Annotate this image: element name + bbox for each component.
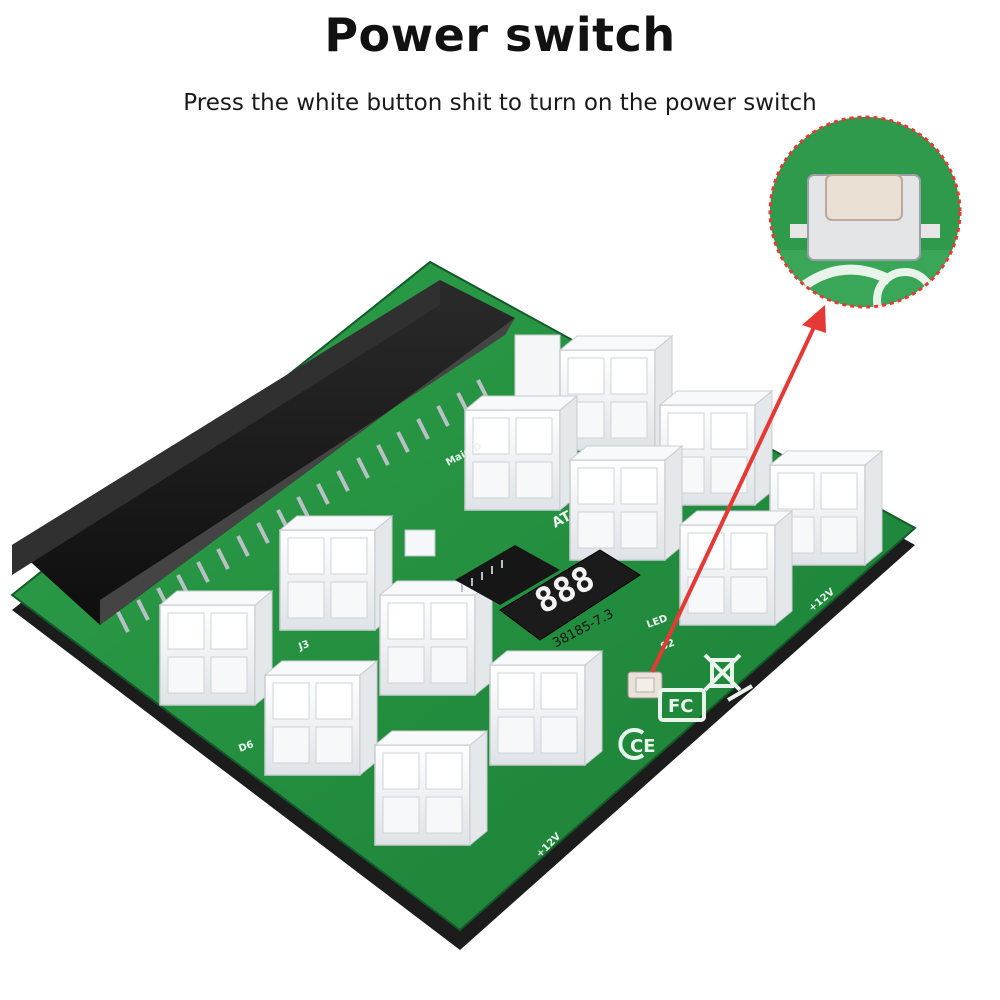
ce-mark-icon: [618, 728, 645, 760]
ic-chip: [455, 545, 560, 605]
edge-slot-connector: [12, 280, 515, 633]
board-power-button[interactable]: [627, 671, 663, 699]
label-d6: D6: [237, 739, 255, 755]
zoom-inset: [768, 115, 962, 309]
switch-component: [404, 529, 436, 557]
ce-mark-text: CE: [630, 736, 656, 757]
page-title: Power switch: [324, 8, 676, 62]
weee-bin-icon: [703, 653, 754, 702]
fcc-mark-text: FC: [668, 696, 694, 717]
fan-header: [514, 334, 561, 406]
label-j3: J3: [296, 639, 311, 653]
arrow-icon: [650, 305, 826, 673]
page-subtitle: Press the white button shit to turn on t…: [183, 90, 817, 116]
fcc-mark-icon: [658, 688, 706, 722]
